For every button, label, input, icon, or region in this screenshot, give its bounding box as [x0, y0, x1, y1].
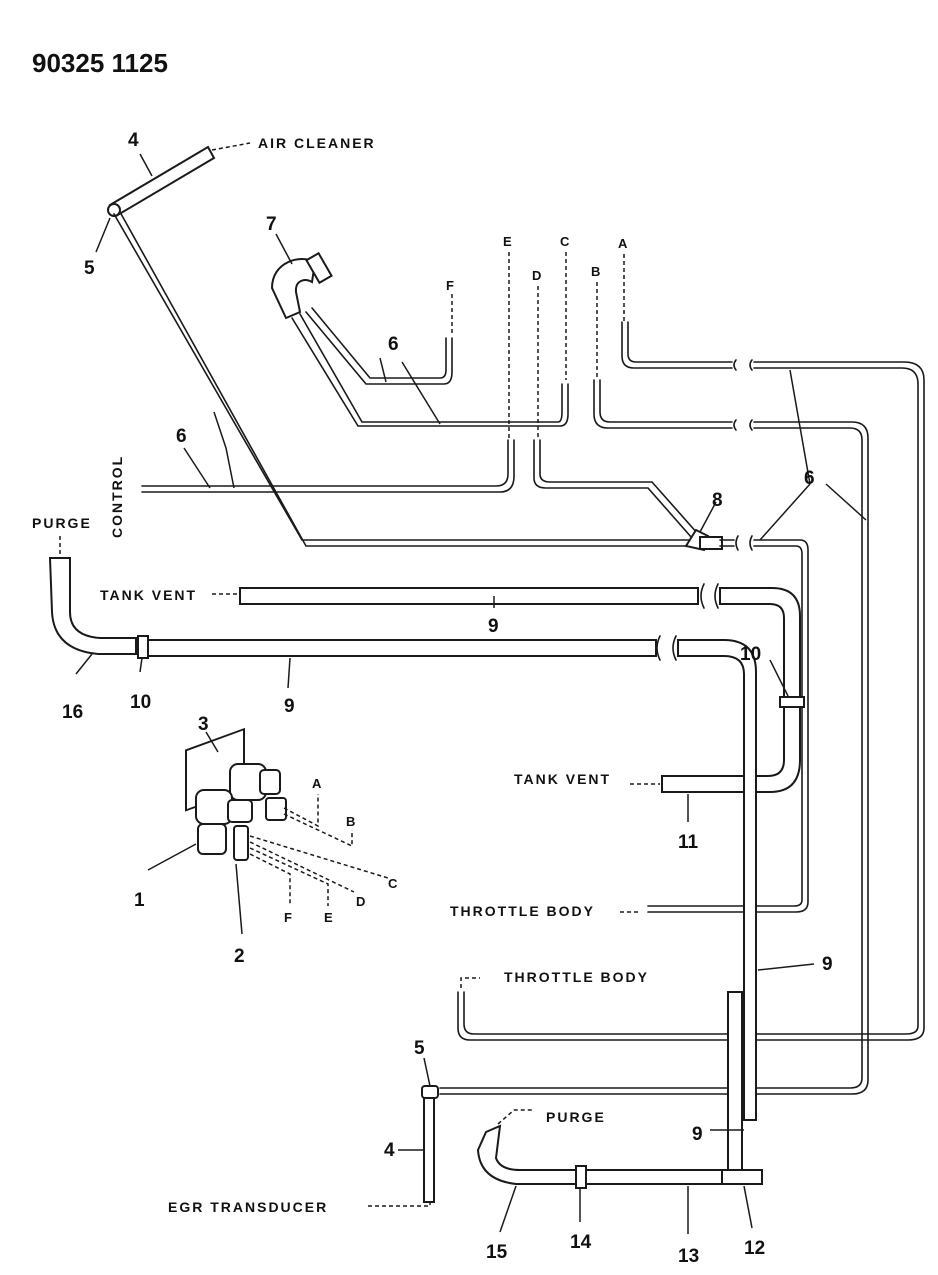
callout-15: 15: [486, 1242, 508, 1263]
callout-9-bottom: 9: [692, 1124, 703, 1145]
hose-throttle-body-upper: [620, 539, 809, 913]
label-tank-vent-upper: TANK VENT: [100, 587, 197, 603]
tee-fitting-8: [684, 528, 723, 552]
letter-c-solenoid: C: [388, 876, 398, 891]
callout-8: 8: [712, 490, 723, 511]
hose-d-to-tee: [533, 439, 699, 539]
label-tank-vent-lower: TANK VENT: [514, 771, 611, 787]
top-reference-lines: [451, 252, 625, 440]
callout-13: 13: [678, 1246, 699, 1267]
purge-hose: [48, 536, 757, 1121]
top-letters: E C D B A F: [446, 234, 628, 293]
callout-11: 11: [678, 832, 699, 853]
label-throttle-body-upper: THROTTLE BODY: [450, 903, 595, 919]
callout-6-left: 6: [176, 426, 187, 447]
letter-f-top: F: [446, 278, 454, 293]
label-air-cleaner: AIR CLEANER: [258, 135, 376, 151]
letter-f-solenoid: F: [284, 910, 292, 925]
bottom-hose-assembly: [368, 991, 763, 1207]
callout-4-bottom: 4: [384, 1140, 395, 1161]
solenoid-letters: A B C D E F: [284, 776, 398, 925]
solenoid-assembly: [185, 727, 389, 906]
label-purge-bottom: PURGE: [546, 1109, 606, 1125]
letter-d-solenoid: D: [356, 894, 365, 909]
hose-a: [457, 321, 925, 1041]
control-hose: [141, 439, 515, 493]
callout-14: 14: [570, 1232, 592, 1253]
text-labels: AIR CLEANER CONTROL PURGE TANK VENT TANK…: [32, 135, 649, 1215]
tank-vent-hose: [212, 583, 805, 793]
callout-6-mid: 6: [388, 334, 399, 355]
callout-numbers: 4 5 7 6 6 6 8 9 9 10 10 16 3 1 2 11 9 5 …: [62, 130, 833, 1267]
letter-e-top: E: [503, 234, 512, 249]
label-control: CONTROL: [109, 455, 125, 538]
callout-12: 12: [744, 1238, 765, 1259]
callout-16: 16: [62, 702, 83, 723]
callout-5-top: 5: [84, 258, 95, 279]
callout-1: 1: [134, 890, 145, 911]
label-egr-transducer: EGR TRANSDUCER: [168, 1199, 328, 1215]
document-id: 90325 1125: [32, 48, 168, 78]
callout-3: 3: [198, 714, 209, 735]
letter-a-top: A: [618, 236, 628, 251]
callout-4-top: 4: [128, 130, 139, 151]
callout-10-right: 10: [740, 644, 761, 665]
callout-9-left: 9: [284, 696, 295, 717]
callout-10-left: 10: [130, 692, 151, 713]
letter-c-top: C: [560, 234, 570, 249]
callout-2: 2: [234, 946, 245, 967]
label-throttle-body-lower: THROTTLE BODY: [504, 969, 649, 985]
label-purge-top: PURGE: [32, 515, 92, 531]
callout-9-right: 9: [822, 954, 833, 975]
callout-7: 7: [266, 214, 277, 235]
air-cleaner-hose: [107, 142, 251, 218]
letter-d-top: D: [532, 268, 541, 283]
letter-a-solenoid: A: [312, 776, 322, 791]
letter-b-solenoid: B: [346, 814, 355, 829]
leader-lines: [75, 153, 867, 1234]
letter-e-solenoid: E: [324, 910, 333, 925]
callout-5-bottom: 5: [414, 1038, 425, 1059]
elbow-hose-7: [270, 251, 569, 427]
hose-to-purge-valve: [113, 211, 693, 547]
letter-b-top: B: [591, 264, 600, 279]
callout-6-right: 6: [804, 468, 815, 489]
hose-b: [439, 379, 869, 1095]
callout-9-upper: 9: [488, 616, 499, 637]
